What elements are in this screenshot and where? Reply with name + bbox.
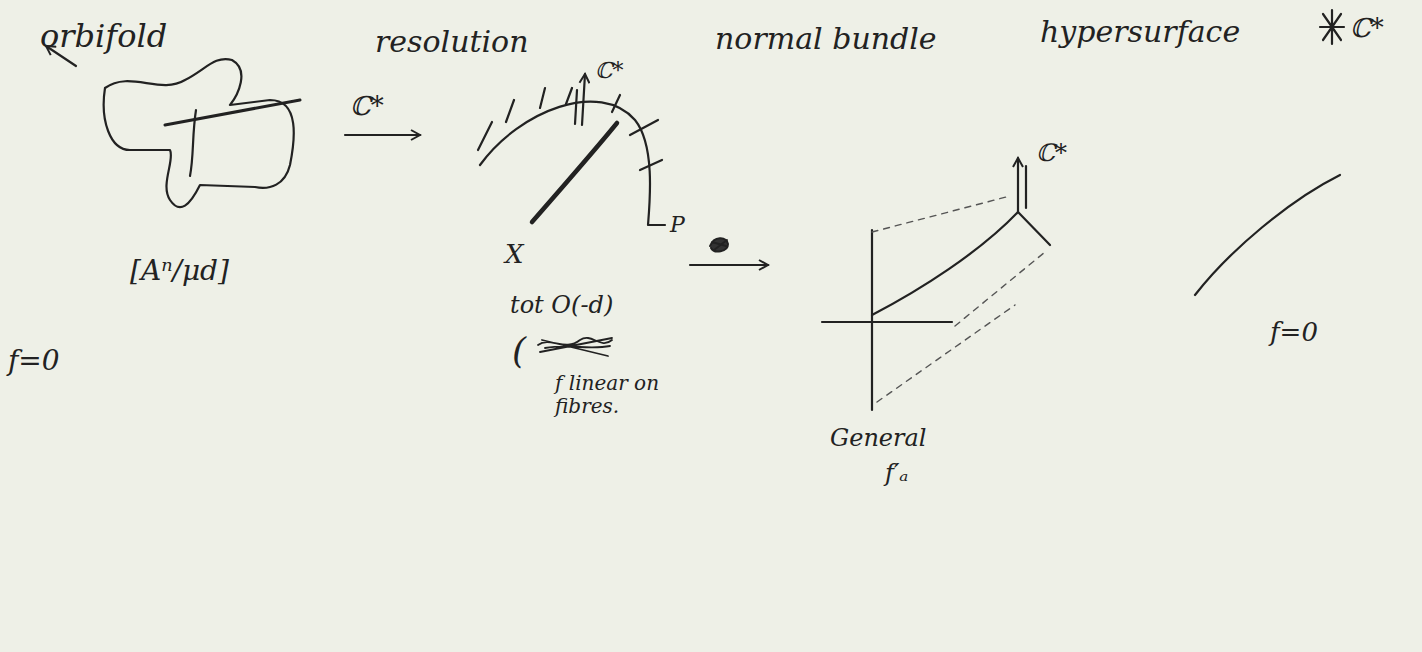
crossed-out-word: [538, 338, 612, 356]
heading: orbifold: [40, 18, 167, 55]
exceptional-curve: [532, 123, 617, 222]
note: General: [830, 425, 927, 453]
scribble: [710, 238, 728, 251]
crossed-star: [1320, 10, 1344, 44]
hypersurface-curve: [1195, 175, 1340, 295]
point-label: P: [670, 212, 685, 237]
fibre-tick: [1025, 166, 1027, 208]
fibre-tick: [575, 90, 577, 124]
fibre-label: ℂ*: [1036, 140, 1067, 168]
axis: [822, 321, 952, 323]
orbifold-locus: [165, 100, 300, 125]
fibre-arrow: [1017, 158, 1019, 212]
fibre-label: ℂ*: [595, 58, 624, 83]
orbifold-surface: [104, 59, 294, 207]
map-arrow: [690, 264, 768, 266]
bracket: (: [512, 330, 526, 371]
group-label: ℂ*: [1350, 14, 1384, 44]
space-label: X: [505, 240, 524, 270]
function-label: f′ₐ: [885, 460, 908, 488]
orbifold-fold: [190, 110, 196, 176]
fibre-arrow: [582, 74, 585, 125]
fibre-ticks: [478, 88, 662, 170]
axis: [871, 230, 873, 410]
equation: f=0: [1270, 318, 1318, 348]
section-curve: [872, 212, 1050, 315]
arrow-label: ℂ*: [350, 92, 384, 122]
stack-label: [Aⁿ/μd]: [130, 255, 229, 287]
heading: resolution: [375, 25, 529, 60]
map-arrow: [345, 134, 420, 136]
note: f linear on fibres.: [555, 372, 690, 418]
heading: normal bundle: [715, 22, 937, 57]
heading: hypersurface: [1040, 15, 1240, 50]
equation: f=0: [8, 345, 60, 377]
dashed-plane: [872, 196, 1045, 402]
bundle-label: tot O(-d): [510, 292, 613, 320]
